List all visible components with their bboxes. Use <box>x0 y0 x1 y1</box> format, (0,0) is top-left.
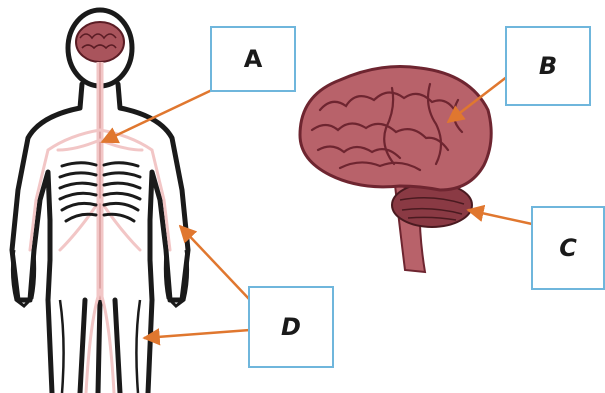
label-box-c: C <box>531 206 605 290</box>
arrow-d-lower <box>144 330 250 338</box>
arrow-d-upper <box>180 226 250 300</box>
brain-illustration <box>300 67 491 273</box>
label-box-d: D <box>248 286 334 368</box>
label-box-a: A <box>210 26 296 92</box>
arrow-c <box>468 210 532 224</box>
label-box-b: B <box>505 26 591 106</box>
